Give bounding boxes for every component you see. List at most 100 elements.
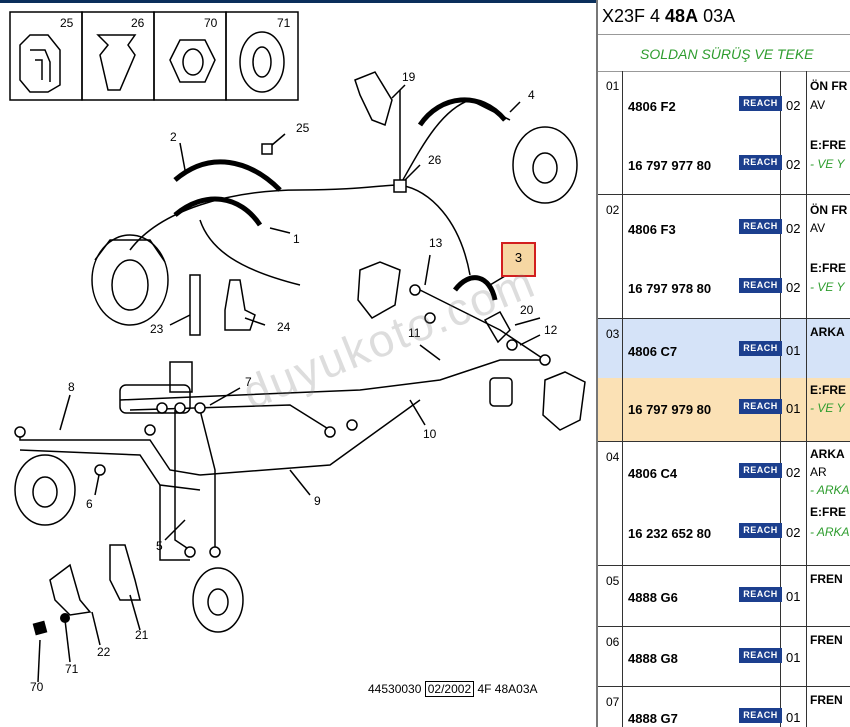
row-number: 07 (606, 695, 620, 709)
description: ARKA (810, 447, 845, 461)
parts-diagram: 25 26 70 71 19 4 2 25 26 1 23 24 13 3 20… (0, 0, 596, 697)
callout-1[interactable]: 1 (293, 232, 300, 246)
callout-23[interactable]: 23 (150, 322, 164, 336)
row-band-orange (598, 378, 850, 441)
callout-7[interactable]: 7 (245, 375, 252, 389)
diagram-drawing (9, 11, 586, 683)
part-ref[interactable]: 4806 F2 (628, 99, 676, 114)
quantity: 02 (786, 98, 801, 113)
callout-19[interactable]: 19 (402, 70, 416, 84)
callout-24[interactable]: 24 (277, 320, 291, 334)
callout-71[interactable]: 71 (277, 16, 291, 30)
footer-boxed: 02/2002 (424, 681, 475, 697)
reach-badge[interactable]: REACH (739, 463, 782, 478)
quantity: 01 (786, 650, 801, 665)
description: FREN (810, 572, 843, 586)
callout-26[interactable]: 26 (131, 16, 145, 30)
part-ref[interactable]: 4888 G6 (628, 590, 678, 605)
callout-13[interactable]: 13 (429, 236, 443, 250)
callout-3-highlight[interactable]: 3 (501, 242, 536, 277)
callout-70b[interactable]: 70 (30, 680, 44, 694)
table-row[interactable]: 04 4806 C4 REACH 02 16 232 652 80 REACH … (598, 442, 850, 566)
part-ref[interactable]: 16 232 652 80 (628, 526, 712, 541)
description: - VE Y (810, 157, 845, 171)
callout-3: 3 (514, 250, 523, 265)
description: E:FRE (810, 505, 846, 519)
part-ref[interactable]: 4806 C4 (628, 466, 678, 481)
callout-20[interactable]: 20 (520, 303, 534, 317)
callout-25b[interactable]: 25 (296, 121, 310, 135)
part-ref[interactable]: 4888 G7 (628, 711, 678, 726)
quantity: 02 (786, 280, 801, 295)
row-number: 02 (606, 203, 620, 217)
description: ÖN FR (810, 203, 848, 217)
reach-badge[interactable]: REACH (739, 587, 782, 602)
title-bold: 48A (665, 6, 699, 26)
quantity: 02 (786, 525, 801, 540)
part-ref[interactable]: 4806 F3 (628, 222, 676, 237)
description: - VE Y (810, 401, 845, 415)
quantity: 01 (786, 343, 801, 358)
callout-9[interactable]: 9 (314, 494, 321, 508)
callout-21[interactable]: 21 (135, 628, 149, 642)
reach-badge[interactable]: REACH (739, 523, 782, 538)
part-ref[interactable]: 16 797 977 80 (628, 158, 712, 173)
description: E:FRE (810, 261, 846, 275)
row-band-blue (598, 319, 850, 378)
part-ref[interactable]: 4888 G8 (628, 651, 678, 666)
description: E:FRE (810, 138, 846, 152)
callout-5[interactable]: 5 (156, 539, 163, 553)
parts-list-panel: X23F 4 48A 03A SOLDAN SÜRÜŞ VE TEKE 01 4… (596, 0, 850, 727)
description: - VE Y (810, 280, 845, 294)
part-ref[interactable]: 4806 C7 (628, 344, 678, 359)
part-ref[interactable]: 16 797 979 80 (628, 402, 712, 417)
table-row[interactable]: 05 4888 G6 REACH 01 FREN (598, 566, 850, 627)
callout-2[interactable]: 2 (170, 130, 177, 144)
table-row[interactable]: 02 4806 F3 REACH 02 16 797 978 80 REACH … (598, 195, 850, 319)
table-row[interactable]: 06 4888 G8 REACH 01 FREN (598, 627, 850, 687)
reach-badge[interactable]: REACH (739, 399, 782, 414)
quantity: 01 (786, 401, 801, 416)
description: - ARKA (810, 483, 850, 497)
top-bar (0, 0, 596, 3)
title-prefix: X23F 4 (602, 6, 666, 26)
description: AR (810, 465, 827, 479)
callout-12[interactable]: 12 (544, 323, 558, 337)
description: FREN (810, 693, 843, 707)
quantity: 01 (786, 710, 801, 725)
reach-badge[interactable]: REACH (739, 278, 782, 293)
quantity: 01 (786, 589, 801, 604)
footer-right: 4F 48A03A (477, 682, 538, 696)
callout-11[interactable]: 11 (408, 326, 421, 340)
callout-25[interactable]: 25 (60, 16, 74, 30)
description: FREN (810, 633, 843, 647)
reach-badge[interactable]: REACH (739, 96, 782, 111)
panel-subtitle: SOLDAN SÜRÜŞ VE TEKE (640, 46, 814, 62)
callout-70[interactable]: 70 (204, 16, 218, 30)
description: AV (810, 98, 826, 112)
footer-left: 44530030 (368, 682, 422, 696)
reach-badge[interactable]: REACH (739, 219, 782, 234)
thumb-box-71 (225, 11, 299, 101)
callout-10[interactable]: 10 (423, 427, 437, 441)
callout-8[interactable]: 8 (68, 380, 75, 394)
row-number: 03 (606, 327, 620, 341)
diagram-footer-code: 44530030 02/2002 4F 48A03A (368, 681, 538, 697)
title-suffix: 03A (698, 6, 736, 26)
table-row[interactable]: 07 4888 G7 REACH 01 FREN (598, 687, 850, 727)
row-number: 04 (606, 450, 620, 464)
description: ÖN FR (810, 79, 848, 93)
callout-22[interactable]: 22 (97, 645, 111, 659)
reach-badge[interactable]: REACH (739, 708, 782, 723)
callout-4[interactable]: 4 (528, 88, 535, 102)
callout-26b[interactable]: 26 (428, 153, 442, 167)
part-ref[interactable]: 16 797 978 80 (628, 281, 712, 296)
callout-6[interactable]: 6 (86, 497, 93, 511)
reach-badge[interactable]: REACH (739, 341, 782, 356)
table-row-selected[interactable]: 03 4806 C7 REACH 01 16 797 979 80 REACH … (598, 319, 850, 442)
reach-badge[interactable]: REACH (739, 648, 782, 663)
reach-badge[interactable]: REACH (739, 155, 782, 170)
table-row[interactable]: 01 4806 F2 REACH 02 16 797 977 80 REACH … (598, 71, 850, 195)
panel-subtitle-bar: SOLDAN SÜRÜŞ VE TEKE (598, 34, 850, 72)
callout-71b[interactable]: 71 (65, 662, 79, 676)
